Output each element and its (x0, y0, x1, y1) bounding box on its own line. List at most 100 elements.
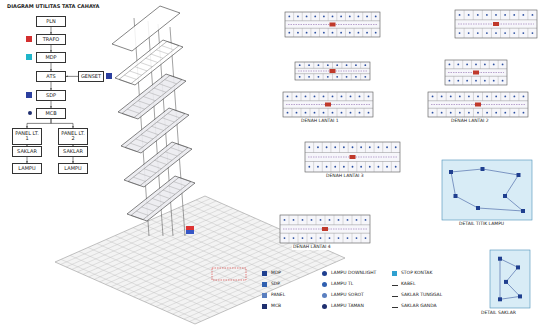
site-grid (89, 211, 239, 277)
floor-plan (283, 92, 373, 117)
lamp-symbol (468, 95, 470, 97)
lamp-symbol (365, 237, 367, 239)
legend-swatch (262, 293, 267, 298)
riser-line (170, 27, 185, 236)
plan-wall (491, 28, 492, 38)
site-grid (111, 221, 261, 287)
lamp-symbol (484, 63, 486, 65)
plan-wall (455, 108, 456, 117)
lamp-symbol (486, 14, 488, 16)
plan-wall (325, 233, 326, 243)
floor-plan (455, 10, 537, 38)
lamp-symbol (356, 219, 358, 221)
room-line (168, 114, 180, 118)
detail-wire (500, 296, 520, 299)
plan-wall (354, 12, 355, 21)
plan-wall (518, 92, 519, 101)
lamp-symbol (308, 166, 310, 168)
lamp-symbol (343, 166, 345, 168)
plan-wall (289, 233, 290, 243)
plan-outline (445, 60, 507, 85)
site-grid (150, 238, 300, 304)
plan-wall (527, 10, 528, 20)
lamp-symbol (338, 219, 340, 221)
plan-wall (371, 28, 372, 37)
drawing-caption: DENAH LANTAI 3 (325, 174, 365, 179)
drawing-caption: DETAIL SAKLAR (480, 311, 517, 316)
lamp-symbol (305, 112, 307, 114)
lamp-symbol (368, 112, 370, 114)
plan-wall (323, 62, 324, 68)
room-line (151, 54, 163, 58)
detail-wire (478, 208, 523, 211)
plan-wall (509, 92, 510, 101)
plan-wall (319, 92, 320, 101)
lamp-symbol (493, 80, 495, 82)
marker-square (26, 36, 32, 42)
room-line (143, 97, 155, 101)
legend-swatch (262, 304, 267, 309)
plan-wall (332, 74, 333, 80)
plan-wall (437, 92, 438, 101)
process-box: LAMPU (58, 163, 88, 174)
room-line (146, 58, 158, 62)
plan-wall (323, 74, 324, 80)
legend-label: MCB (271, 304, 281, 309)
lamp-symbol (341, 95, 343, 97)
plan-wall (446, 108, 447, 117)
plan-wall (374, 162, 375, 173)
plan-wall (365, 162, 366, 173)
lamp-symbol (347, 237, 349, 239)
lamp-symbol (349, 32, 351, 34)
lamp-symbol (314, 112, 316, 114)
plan-wall (298, 215, 299, 225)
plan-wall (455, 92, 456, 101)
plan-wall (310, 28, 311, 37)
plan-wall (339, 142, 340, 153)
lighting-detail (490, 250, 530, 308)
room-line (158, 194, 170, 198)
site-grid (161, 243, 311, 309)
room-line (162, 118, 174, 122)
site-grid (145, 236, 295, 302)
lamp-symbol (326, 146, 328, 148)
lamp-symbol (532, 32, 534, 34)
plan-wall (328, 12, 329, 21)
legend-label: KABEL (401, 282, 415, 287)
lamp-symbol (386, 146, 388, 148)
plan-wall (289, 215, 290, 225)
plan-wall (491, 108, 492, 117)
plan-wall (482, 108, 483, 117)
lamp-symbol (498, 257, 502, 261)
floor-slab (127, 176, 195, 221)
lamp-symbol (349, 15, 351, 17)
plan-outline (305, 142, 400, 172)
plan-wall (500, 28, 501, 38)
plan-wall (489, 60, 490, 69)
lamp-symbol (477, 112, 479, 114)
lamp-symbol (386, 166, 388, 168)
plan-wall (336, 28, 337, 37)
room-line (149, 92, 161, 96)
lamp-symbol (495, 14, 497, 16)
room-line (163, 190, 175, 194)
drawing-caption: DENAH LANTAI 2 (450, 119, 490, 124)
room-line (127, 109, 139, 113)
box-label: TRAFO (38, 37, 64, 43)
lamp-symbol (327, 64, 329, 66)
legend-label: LAMPU TL (331, 282, 353, 287)
lamp-symbol (318, 76, 320, 78)
plan-wall (304, 62, 305, 68)
lamp-symbol (477, 14, 479, 16)
plan-wall (480, 60, 481, 69)
lamp-symbol (366, 32, 368, 34)
room-line (140, 63, 152, 67)
lamp-symbol (350, 95, 352, 97)
drawing-caption: DENAH LANTAI 4 (292, 245, 332, 250)
plan-wall (362, 28, 363, 37)
box-label: PANEL LT. 2 (60, 131, 86, 143)
lamp-symbol (459, 95, 461, 97)
detail-wire (456, 196, 479, 208)
plan-wall (360, 74, 361, 80)
plan-wall (500, 108, 501, 117)
